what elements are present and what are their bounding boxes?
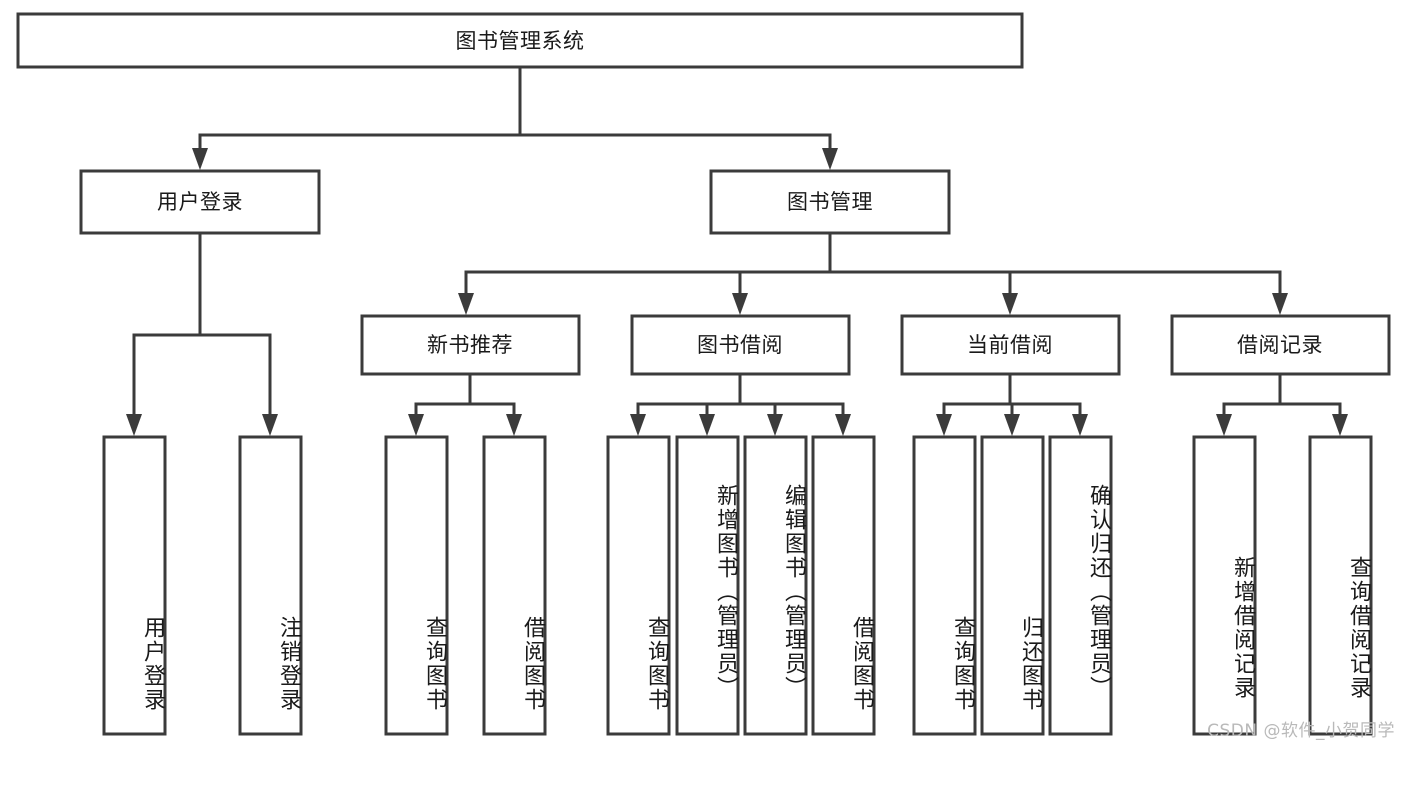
node-book-borrow[interactable]: 图书借阅 bbox=[630, 314, 851, 376]
connector-group-bookmgmt bbox=[458, 231, 1288, 315]
node-book-management[interactable]: 图书管理 bbox=[709, 169, 951, 235]
leaf-box-query-book-2[interactable] bbox=[606, 435, 671, 736]
arrow-head-leaf-add-record bbox=[1216, 414, 1232, 436]
node-root-box[interactable] bbox=[16, 12, 1024, 69]
leaf-box-confirm-return[interactable] bbox=[1048, 435, 1113, 736]
leaf-box-query-book-1[interactable] bbox=[384, 435, 449, 736]
node-new-book-recommend-label: 新书推荐 bbox=[427, 333, 513, 357]
arrow-head-leaf-edit-book bbox=[767, 414, 783, 436]
node-borrow-record[interactable]: 借阅记录 bbox=[1170, 314, 1391, 376]
leaf-box-logout[interactable] bbox=[238, 435, 303, 736]
arrow-head-current bbox=[1002, 293, 1018, 315]
leaf-box-borrow-book-2[interactable] bbox=[811, 435, 876, 736]
connector-group-record bbox=[1216, 372, 1348, 436]
node-borrow-record-box[interactable] bbox=[1170, 314, 1391, 376]
arrow-head-leaf-query-book-1 bbox=[408, 414, 424, 436]
node-current-borrow-label: 当前借阅 bbox=[967, 333, 1053, 357]
node-current-borrow[interactable]: 当前借阅 bbox=[900, 314, 1121, 376]
leaf-box-borrow-book-1[interactable] bbox=[482, 435, 547, 736]
leaf-box-query-book-3[interactable] bbox=[912, 435, 977, 736]
connector-group-userlogin bbox=[126, 231, 278, 436]
arrow-head-leaf-user-login bbox=[126, 414, 142, 436]
node-user-login[interactable]: 用户登录 bbox=[79, 169, 321, 235]
arrow-head-leaf-query-book-3 bbox=[936, 414, 952, 436]
watermark-text: CSDN @软件_小贺同学 bbox=[1207, 721, 1395, 741]
node-book-management-box[interactable] bbox=[709, 169, 951, 235]
arrow-head-leaf-add-book bbox=[699, 414, 715, 436]
node-book-borrow-label: 图书借阅 bbox=[697, 333, 783, 357]
tree-diagram-svg: 图书管理系统 用户登录 图书管理 新书推荐 图书借阅 当前借阅 借阅记录 bbox=[16, 12, 1391, 736]
arrow-head-leaf-confirm-return bbox=[1072, 414, 1088, 436]
node-book-borrow-box[interactable] bbox=[630, 314, 851, 376]
node-root-system[interactable]: 图书管理系统 bbox=[16, 12, 1024, 69]
connector-group-borrow bbox=[630, 372, 851, 436]
node-book-management-label: 图书管理 bbox=[787, 190, 873, 214]
arrow-head-record bbox=[1272, 293, 1288, 315]
node-current-borrow-box[interactable] bbox=[900, 314, 1121, 376]
node-root-label: 图书管理系统 bbox=[456, 29, 585, 53]
leaf-box-query-record[interactable] bbox=[1308, 435, 1373, 736]
node-borrow-record-label: 借阅记录 bbox=[1237, 333, 1323, 357]
arrow-head-leaf-query-book-2 bbox=[630, 414, 646, 436]
arrow-head-leaf-borrow-book-2 bbox=[835, 414, 851, 436]
diagram-canvas: 图书管理系统 用户登录 图书管理 新书推荐 图书借阅 当前借阅 借阅记录 bbox=[16, 12, 1395, 741]
node-user-login-label: 用户登录 bbox=[157, 190, 243, 214]
leaf-box-group bbox=[102, 435, 1373, 736]
leaf-box-add-book[interactable] bbox=[675, 435, 740, 736]
node-new-book-recommend-box[interactable] bbox=[360, 314, 581, 376]
arrow-head-leaf-query-record bbox=[1332, 414, 1348, 436]
arrow-head-borrow bbox=[732, 293, 748, 315]
leaf-box-user-login[interactable] bbox=[102, 435, 167, 736]
node-user-login-box[interactable] bbox=[79, 169, 321, 235]
arrow-head-leaf-return-book bbox=[1004, 414, 1020, 436]
leaf-box-edit-book[interactable] bbox=[743, 435, 808, 736]
node-new-book-recommend[interactable]: 新书推荐 bbox=[360, 314, 581, 376]
arrow-head-newbook bbox=[458, 293, 474, 315]
arrow-head-leaf-borrow-book-1 bbox=[506, 414, 522, 436]
connector-group-current bbox=[936, 372, 1088, 436]
arrow-head-userlogin bbox=[192, 148, 208, 170]
leaf-box-return-book[interactable] bbox=[980, 435, 1045, 736]
connector-group-newbook bbox=[408, 372, 522, 436]
arrow-head-bookmgmt bbox=[822, 148, 838, 170]
connector-group-root bbox=[192, 65, 838, 170]
leaf-box-add-record[interactable] bbox=[1192, 435, 1257, 736]
arrow-head-leaf-logout bbox=[262, 414, 278, 436]
